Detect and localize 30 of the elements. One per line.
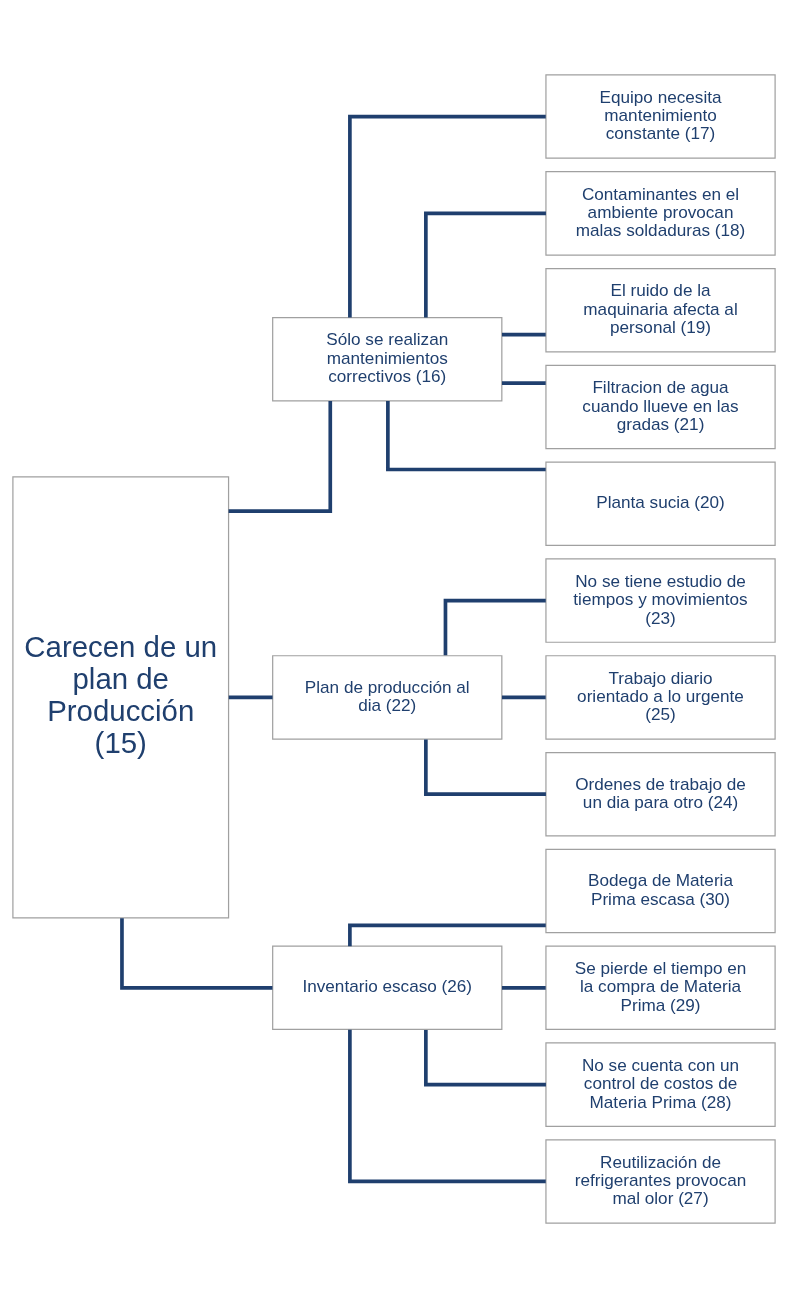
node-box: Carecen de un plan de Producción (15)	[12, 475, 230, 919]
node-box: Inventario escaso (26)	[272, 945, 503, 1030]
node-box: Se pierde el tiempo en la compra de Materia Prima (29)	[545, 945, 776, 1030]
node-box: No se tiene estudio de tiempos y movimientos (23)	[545, 557, 776, 643]
connector	[501, 695, 546, 699]
connector	[424, 211, 546, 317]
connector	[443, 598, 546, 655]
connector	[501, 985, 546, 990]
node-box: Planta sucia (20)	[545, 461, 776, 546]
node-box: Contaminantes en el ambiente provocan malas soldaduras (18)	[545, 170, 776, 256]
node-box: No se cuenta con un control de costos de Materia Prima (28)	[545, 1041, 776, 1127]
connector	[228, 695, 273, 699]
connector	[424, 739, 546, 796]
connector	[424, 1029, 546, 1086]
connector	[501, 380, 546, 385]
node-box: Ordenes de trabajo de un dia para otro (24)	[545, 751, 776, 836]
node-box: Bodega de Materia Prima escasa (30)	[545, 848, 776, 933]
connector	[501, 332, 546, 337]
node-box: Reutilización de refrigerantes provocan mal olor (27)	[545, 1138, 776, 1224]
node-box: Equipo necesita mantenimiento constante (17)	[545, 73, 776, 159]
connector	[120, 917, 273, 990]
connector	[348, 114, 546, 317]
node-box: Filtracion de agua cuando llueve en las gradas (21)	[545, 364, 776, 449]
node-box: Trabajo diario orientado a lo urgente (25)	[545, 654, 776, 740]
node-box: Sólo se realizan mantenimientos correctivos (16)	[272, 316, 503, 401]
connector	[348, 1029, 546, 1183]
connector	[228, 400, 333, 513]
node-box: Plan de producción al dia (22)	[272, 654, 503, 740]
connector	[386, 400, 546, 471]
node-box: El ruido de la maquinaria afecta al personal (19)	[545, 267, 776, 352]
